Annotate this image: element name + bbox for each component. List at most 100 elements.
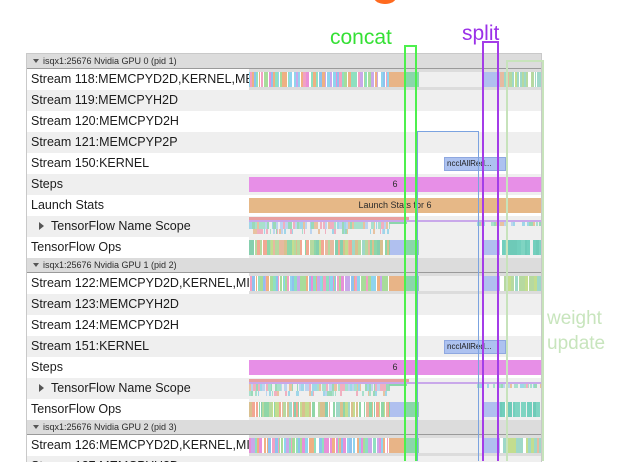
- trace-event[interactable]: [321, 240, 324, 255]
- trace-event[interactable]: [334, 222, 336, 229]
- trace-event[interactable]: [380, 240, 383, 255]
- memcpy-event[interactable]: [389, 276, 405, 291]
- trace-event[interactable]: [284, 229, 286, 234]
- trace-lane[interactable]: [249, 216, 541, 237]
- trace-event[interactable]: [383, 229, 386, 234]
- trace-event[interactable]: [368, 72, 371, 87]
- trace-event[interactable]: [527, 240, 530, 255]
- trace-event[interactable]: [252, 276, 255, 291]
- trace-event[interactable]: [341, 276, 344, 291]
- trace-event[interactable]: [330, 240, 334, 255]
- trace-event[interactable]: [284, 240, 287, 255]
- trace-event[interactable]: [493, 384, 495, 388]
- trace-event[interactable]: [271, 384, 273, 391]
- trace-event[interactable]: [371, 72, 374, 87]
- trace-event[interactable]: [510, 384, 513, 388]
- trace-event[interactable]: [378, 222, 381, 229]
- trace-event[interactable]: [262, 384, 265, 391]
- trace-event[interactable]: [353, 438, 355, 453]
- trace-event[interactable]: [540, 384, 541, 388]
- trace-event[interactable]: [375, 391, 376, 396]
- trace-row[interactable]: Stream 124:MEMCPYD2H: [27, 315, 541, 336]
- trace-event[interactable]: [365, 222, 368, 229]
- trace-event[interactable]: [266, 276, 269, 291]
- trace-event[interactable]: [540, 276, 541, 291]
- trace-event[interactable]: [258, 391, 259, 396]
- trace-event[interactable]: [260, 229, 263, 234]
- trace-lane[interactable]: [249, 435, 541, 456]
- trace-event[interactable]: [251, 391, 253, 396]
- trace-lane[interactable]: [249, 69, 541, 90]
- trace-event[interactable]: [504, 276, 507, 291]
- trace-row[interactable]: Stream 121:MEMCPYP2P: [27, 132, 541, 153]
- trace-event[interactable]: [513, 222, 516, 226]
- trace-event[interactable]: [349, 438, 352, 453]
- trace-lane[interactable]: [249, 111, 541, 132]
- trace-lane[interactable]: [249, 294, 541, 315]
- trace-event[interactable]: [529, 402, 532, 417]
- trace-event[interactable]: [300, 240, 303, 255]
- trace-event[interactable]: [284, 72, 287, 87]
- trace-event[interactable]: [281, 384, 283, 391]
- split-event[interactable]: [482, 438, 500, 453]
- trace-event[interactable]: [329, 402, 331, 417]
- group-header-2[interactable]: isqx1:25676 Nvidia GPU 2 (pid 3): [27, 420, 541, 435]
- memcpy-event[interactable]: [389, 438, 405, 453]
- trace-event[interactable]: [319, 72, 322, 87]
- trace-lane[interactable]: 6: [249, 174, 541, 195]
- trace-lane[interactable]: [249, 456, 541, 462]
- gap[interactable]: [419, 402, 482, 417]
- trace-panel[interactable]: isqx1:25676 Nvidia GPU 0 (pid 1)Stream 1…: [26, 53, 542, 462]
- trace-event[interactable]: [362, 240, 365, 255]
- chevron-right-icon[interactable]: [39, 222, 44, 230]
- trace-event[interactable]: [344, 72, 347, 87]
- concat-event[interactable]: [405, 276, 419, 291]
- trace-event[interactable]: [305, 222, 307, 229]
- trace-lane[interactable]: [249, 273, 541, 294]
- split-op[interactable]: [482, 402, 500, 417]
- trace-event[interactable]: [360, 384, 362, 391]
- namescope-seg[interactable]: [389, 384, 407, 386]
- trace-event[interactable]: [354, 72, 357, 87]
- trace-event[interactable]: [325, 229, 326, 234]
- chevron-down-icon[interactable]: [33, 425, 39, 429]
- trace-event[interactable]: [380, 384, 383, 391]
- trace-row[interactable]: TensorFlow Name Scope: [27, 378, 541, 399]
- trace-event[interactable]: [337, 402, 340, 417]
- trace-event[interactable]: [373, 438, 376, 453]
- trace-event[interactable]: [536, 222, 538, 226]
- namescope-seg[interactable]: [389, 222, 407, 224]
- trace-event[interactable]: [370, 229, 371, 234]
- trace-event[interactable]: [539, 438, 541, 453]
- trace-event[interactable]: [516, 384, 519, 388]
- trace-event[interactable]: [522, 222, 524, 226]
- trace-event[interactable]: [340, 391, 342, 396]
- trace-event[interactable]: [373, 229, 375, 234]
- trace-event[interactable]: [511, 276, 514, 291]
- trace-event[interactable]: [276, 222, 278, 229]
- trace-event[interactable]: [267, 222, 269, 229]
- trace-event[interactable]: [292, 384, 293, 391]
- trace-event[interactable]: [347, 229, 349, 234]
- trace-event[interactable]: [289, 402, 292, 417]
- trace-event[interactable]: [296, 391, 299, 396]
- trace-event[interactable]: [480, 384, 483, 388]
- trace-event[interactable]: [525, 276, 528, 291]
- trace-lane[interactable]: [249, 399, 541, 420]
- gap[interactable]: [419, 438, 482, 453]
- trace-event[interactable]: [289, 72, 292, 87]
- nccl-allreduce-event[interactable]: ncclAllRed...: [444, 340, 506, 354]
- trace-row[interactable]: TensorFlow Ops: [27, 399, 541, 420]
- trace-lane[interactable]: [249, 378, 541, 399]
- trace-event[interactable]: [312, 402, 316, 417]
- chevron-right-icon[interactable]: [39, 384, 44, 392]
- gap[interactable]: [419, 240, 482, 255]
- trace-lane[interactable]: ncclAllRed...: [249, 336, 541, 357]
- trace-event[interactable]: [313, 391, 314, 396]
- trace-event[interactable]: [266, 229, 268, 234]
- trace-event[interactable]: [326, 384, 329, 391]
- trace-event[interactable]: [512, 438, 516, 453]
